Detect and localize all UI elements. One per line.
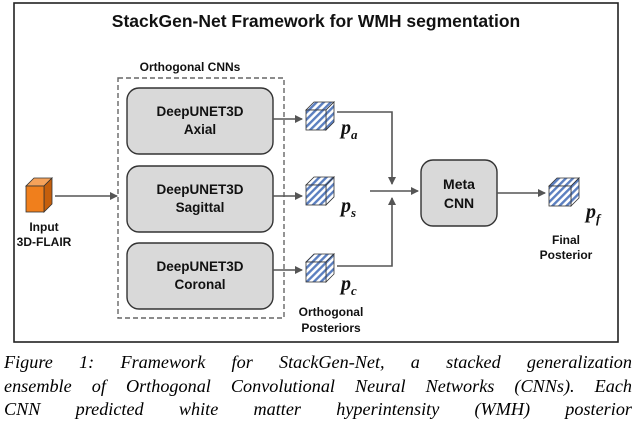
striped-posterior-cube-icon	[548, 177, 580, 207]
posterior-axial-symbol: pa	[339, 117, 358, 142]
posterior-coronal-symbol: pc	[339, 273, 357, 298]
caption-line: CNN predicted white matter hyperintensit…	[4, 399, 632, 420]
coronal-to-meta-connector	[337, 197, 396, 267]
caption-line: Figure 1: Framework for StackGen-Net, a …	[4, 352, 632, 372]
orthogonal-posteriors-label: Orthogonal	[299, 305, 364, 319]
cnn-axial-plane: Axial	[184, 122, 216, 137]
cnn-axial-name: DeepUNET3D	[156, 104, 243, 119]
striped-posterior-cube-icon	[305, 176, 335, 206]
cnn-coronal-name: DeepUNET3D	[156, 259, 243, 274]
striped-posterior-cube-icon	[305, 253, 335, 283]
cnn-axial-box: DeepUNET3D Axial	[126, 87, 274, 155]
input-label-modality: 3D-FLAIR	[17, 235, 72, 249]
diagram-border	[13, 2, 619, 343]
meta-cnn-label-2: CNN	[444, 195, 474, 211]
striped-posterior-cube-icon	[305, 101, 335, 131]
orthogonal-cnns-label: Orthogonal CNNs	[140, 60, 241, 74]
cnn-coronal-plane: Coronal	[174, 277, 225, 292]
cnn-sagittal-plane: Sagittal	[176, 200, 225, 215]
posterior-sagittal-symbol: ps	[339, 195, 356, 220]
cnn-coronal-box: DeepUNET3D Coronal	[126, 242, 274, 310]
final-posterior-label: Final	[552, 233, 580, 247]
diagram-title: StackGen-Net Framework for WMH segmentat…	[112, 11, 520, 31]
input-label: Input	[29, 220, 58, 234]
meta-cnn-box: Meta CNN	[420, 159, 498, 227]
cnn-sagittal-box: DeepUNET3D Sagittal	[126, 165, 274, 233]
figure-caption: Figure 1: Framework for StackGen-Net, a …	[4, 351, 632, 422]
final-posterior-symbol: pf	[584, 201, 602, 226]
input-volume-cube-icon	[25, 177, 53, 213]
orthogonal-posteriors-label-2: Posteriors	[301, 321, 361, 335]
orthogonal-cnns-group	[117, 77, 285, 319]
axial-to-meta-connector	[337, 111, 396, 185]
caption-line: ensemble of Orthogonal Convolutional Neu…	[4, 375, 632, 396]
cnn-sagittal-name: DeepUNET3D	[156, 182, 243, 197]
final-posterior-label-2: Posterior	[540, 248, 593, 262]
meta-cnn-label: Meta	[443, 176, 475, 192]
